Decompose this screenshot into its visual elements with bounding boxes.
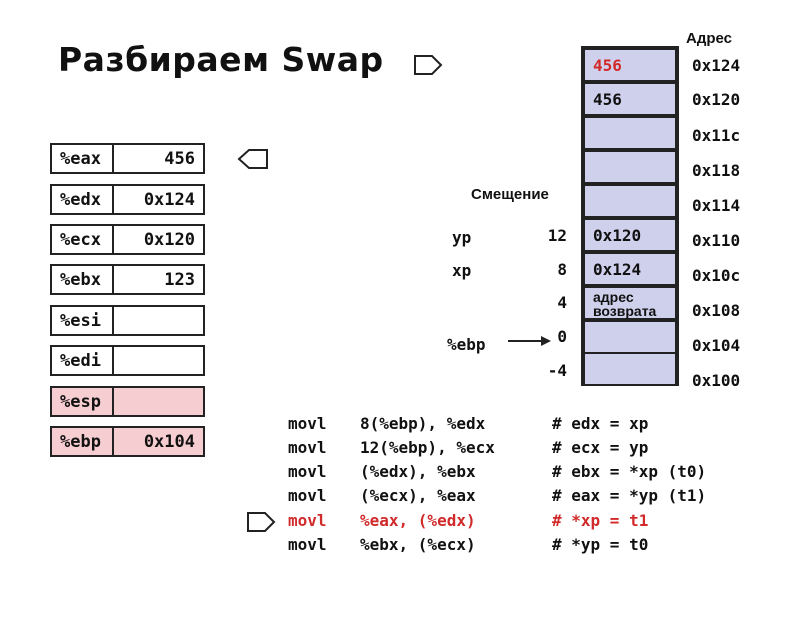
offset-header: Смещение [471, 186, 549, 203]
address-label: 0x11c [692, 126, 741, 145]
register-value: 0x104 [143, 431, 195, 452]
register-value: 0x124 [143, 189, 195, 210]
register-esp: %esp [50, 386, 205, 417]
stack-cell-0x108: адрес возврата [583, 286, 677, 320]
register-name: %esi [52, 307, 114, 334]
register-name: %ecx [52, 226, 114, 253]
code-args: 12(%ebp), %ecx [360, 438, 495, 457]
register-value: 0x120 [143, 229, 195, 250]
code-line: movl (%edx), %ebx # ebx = *xp (t0) [288, 462, 768, 482]
yp-label: yp [452, 228, 472, 247]
stack-cell-0x118 [583, 150, 677, 184]
return-address-line-2: возврата [593, 303, 657, 319]
address-label: 0x110 [692, 231, 741, 250]
register-name: %edx [52, 186, 114, 213]
register-pointer-icon [237, 149, 268, 169]
code-line: movl 8(%ebp), %edx # edx = xp [288, 414, 768, 434]
register-ebp: %ebp 0x104 [50, 426, 205, 457]
stack-cell-0x124: 456 [583, 48, 677, 82]
address-label: 0x118 [692, 161, 741, 180]
code-comment: # ebx = *xp (t0) [552, 462, 707, 481]
ebp-label: %ebp [447, 335, 486, 354]
code-line: movl 12(%ebp), %ecx # ecx = yp [288, 438, 768, 458]
register-ebx: %ebx 123 [50, 264, 205, 295]
return-address-line-1: адрес [593, 289, 634, 305]
offset-label: 12 [547, 226, 567, 245]
xp-label: xp [452, 261, 472, 280]
offset-label: 4 [557, 293, 567, 312]
stack-cell-0x10c: 0x124 [583, 252, 677, 286]
code-op: movl [288, 438, 327, 457]
ebp-arrow-icon [508, 336, 551, 346]
code-line: movl %ebx, (%ecx) # *yp = t0 [288, 535, 768, 555]
stack-cell-0x11c [583, 116, 677, 150]
code-op: movl [288, 511, 327, 530]
offset-label: 0 [557, 327, 567, 346]
register-ecx: %ecx 0x120 [50, 224, 205, 255]
instruction-pointer-icon [247, 512, 276, 532]
address-label: 0x100 [692, 371, 741, 390]
register-esi: %esi [50, 305, 205, 336]
address-label: 0x10c [692, 266, 741, 285]
register-value [114, 388, 203, 415]
offset-label: 8 [557, 260, 567, 279]
code-line: movl (%ecx), %eax # eax = *yp (t1) [288, 486, 768, 506]
register-value: 456 [164, 148, 195, 169]
stack-cell-0x100 [583, 352, 677, 386]
register-value: 123 [164, 269, 195, 290]
code-comment: # edx = xp [552, 414, 649, 433]
address-label: 0x120 [692, 90, 741, 109]
code-comment: # *xp = t1 [552, 511, 649, 530]
register-name: %eax [52, 145, 114, 172]
stack-cell-0x120: 456 [583, 82, 677, 116]
code-comment: # eax = *yp (t1) [552, 486, 707, 505]
address-label: 0x114 [692, 196, 741, 215]
code-op: movl [288, 414, 327, 433]
code-args: (%ecx), %eax [360, 486, 476, 505]
stack-cell-0x114 [583, 184, 677, 218]
offset-label: -4 [547, 361, 567, 380]
register-name: %ebp [52, 428, 114, 455]
address-label: 0x108 [692, 301, 741, 320]
register-value [114, 307, 203, 334]
register-name: %edi [52, 347, 114, 374]
code-comment: # ecx = yp [552, 438, 649, 457]
code-op: movl [288, 535, 327, 554]
stack-cell-0x110: 0x120 [583, 218, 677, 252]
code-line-current: movl %eax, (%edx) # *xp = t1 [288, 511, 768, 531]
code-args: %eax, (%edx) [360, 511, 476, 530]
code-op: movl [288, 486, 327, 505]
register-edi: %edi [50, 345, 205, 376]
code-args: (%edx), %ebx [360, 462, 476, 481]
stack-cell-0x104 [583, 320, 677, 354]
address-label: 0x104 [692, 336, 741, 355]
code-args: %ebx, (%ecx) [360, 535, 476, 554]
address-header: Адрес [686, 30, 733, 47]
slide-title: Разбираем Swap [58, 40, 384, 79]
code-args: 8(%ebp), %edx [360, 414, 486, 433]
register-value [114, 347, 203, 374]
code-comment: # *yp = t0 [552, 535, 649, 554]
memory-pointer-icon [414, 55, 443, 75]
code-op: movl [288, 462, 327, 481]
register-eax: %eax 456 [50, 143, 205, 174]
register-edx: %edx 0x124 [50, 184, 205, 215]
address-label: 0x124 [692, 56, 741, 75]
register-name: %ebx [52, 266, 114, 293]
register-name: %esp [52, 388, 114, 415]
